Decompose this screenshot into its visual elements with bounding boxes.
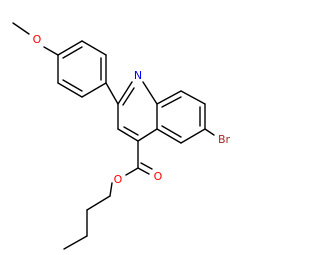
bond-anisyl-inner-2 xyxy=(62,79,83,92)
atom-label-ester-o: O xyxy=(114,173,123,186)
bond-o-anisyl xyxy=(43,46,59,56)
bond-ester-o-c1 xyxy=(109,182,113,197)
bond-benzo-inner-3 xyxy=(161,125,182,138)
bond-anisyl-inner-1 xyxy=(62,46,83,59)
bond-anisyl-2 xyxy=(57,82,83,98)
bond-butyl-1 xyxy=(86,195,111,211)
bond-c4-c3 xyxy=(117,128,139,142)
bond-c2-n1-inner xyxy=(122,87,135,106)
molecule-structure: O N Br O O xyxy=(12,22,231,250)
bond-carbonyl-ester-o xyxy=(125,167,139,176)
atom-label-carbonyl-o: O xyxy=(154,170,163,183)
bond-carbonyl-o-double-1 xyxy=(137,167,150,175)
bond-methyl-o xyxy=(12,22,30,35)
bond-n1-c8a xyxy=(142,81,158,105)
bond-c8a-c8 xyxy=(156,90,182,105)
atom-label-methoxy-o: O xyxy=(33,33,42,46)
bond-butyl-3 xyxy=(63,235,88,250)
bond-anisyl-6 xyxy=(57,40,83,56)
bond-c6-c5 xyxy=(180,128,206,144)
bond-anisyl-3 xyxy=(81,82,107,98)
molecule-canvas: O N Br O O xyxy=(12,22,231,250)
bond-c5-c4a xyxy=(156,128,182,144)
bond-c8-c7 xyxy=(180,90,206,105)
atom-label-ring-n: N xyxy=(134,69,142,82)
bond-c4a-c4 xyxy=(137,128,158,142)
bond-aryl-link xyxy=(105,82,119,105)
bond-anisyl-5 xyxy=(81,40,107,56)
bond-c3-c4-inner xyxy=(123,126,139,136)
bond-c2-n1 xyxy=(117,81,133,105)
atom-label-bromine: Br xyxy=(218,133,231,146)
bond-benzo-inner-1 xyxy=(161,96,182,108)
bond-carbonyl-o-double-2 xyxy=(140,162,153,170)
bond-c6-br xyxy=(204,128,215,136)
